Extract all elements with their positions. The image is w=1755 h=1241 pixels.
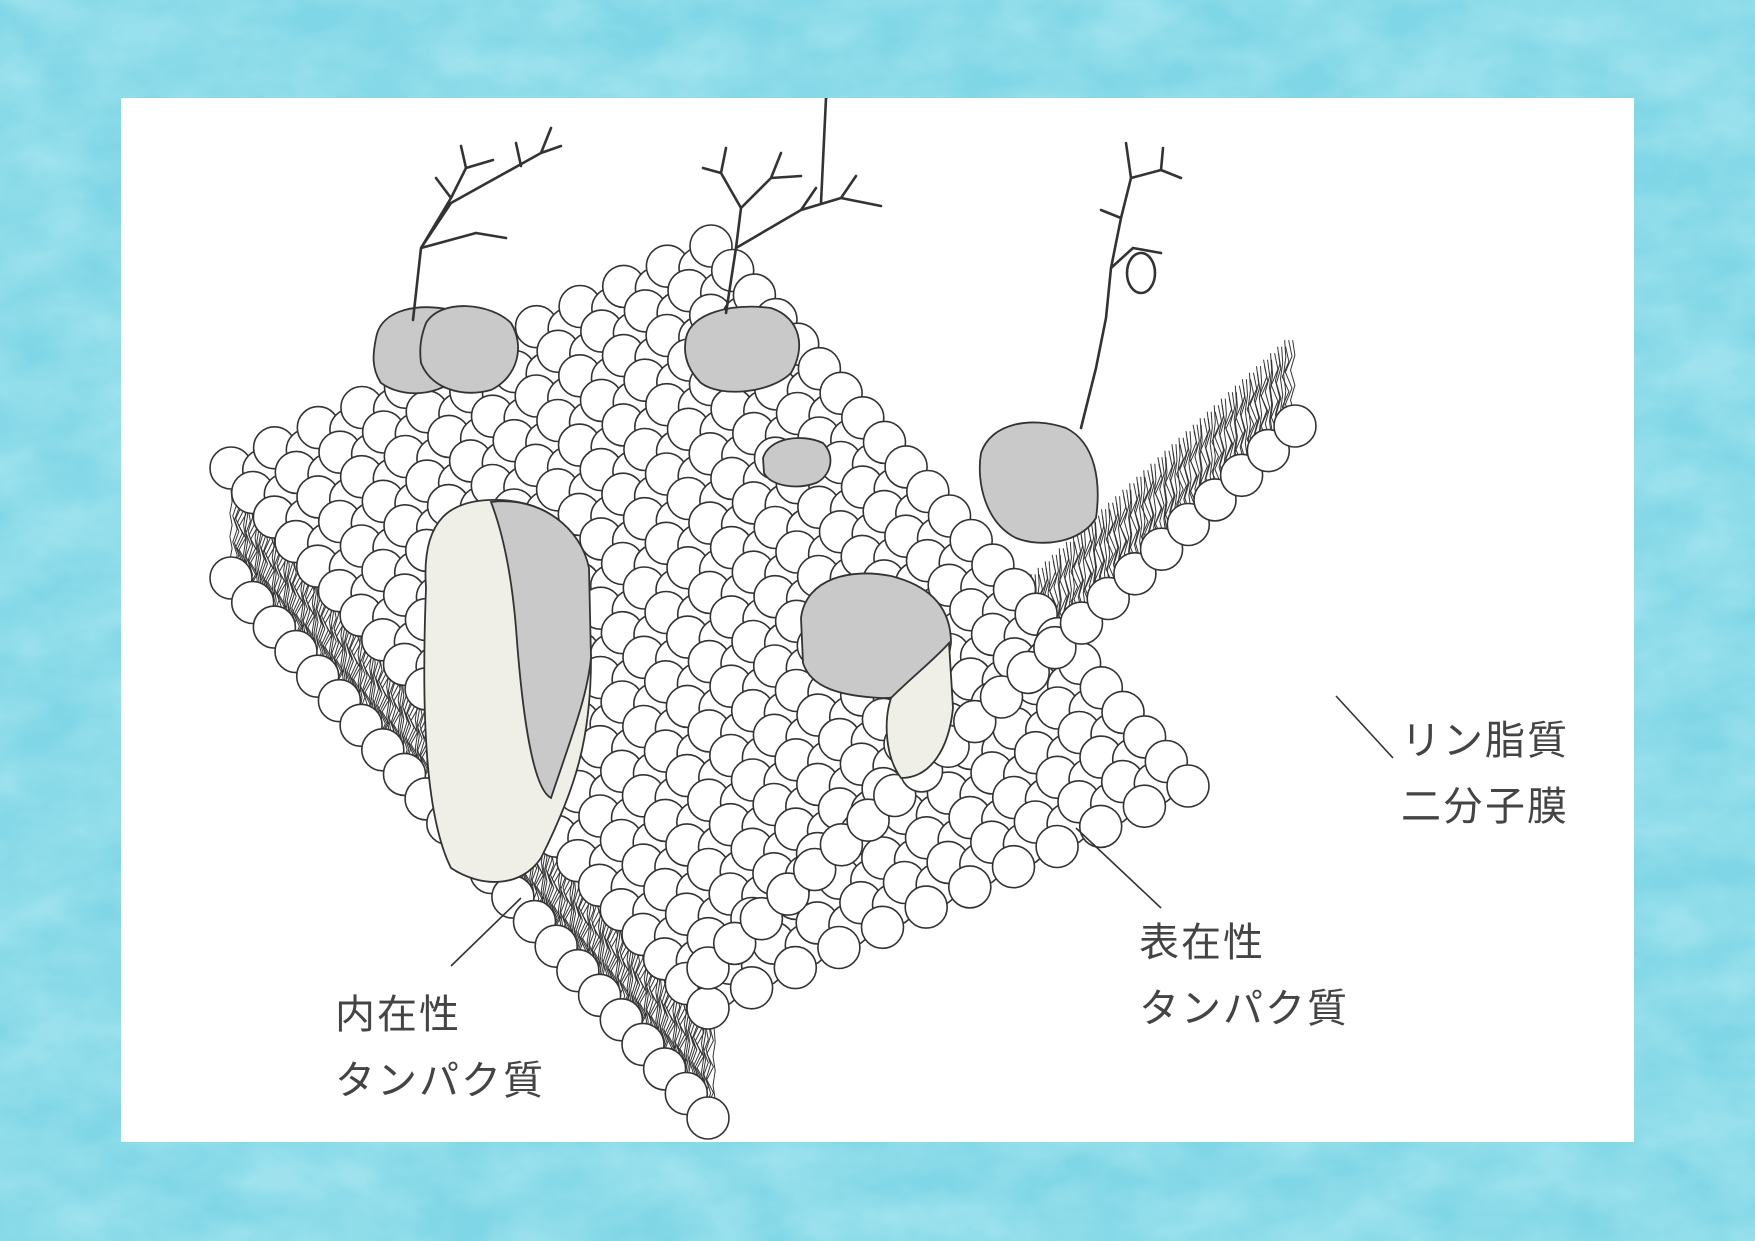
lipid-tail — [267, 535, 275, 606]
lipid-tail — [377, 658, 383, 729]
sugar-chain-middle-icon — [701, 98, 883, 315]
lipid-tail — [238, 502, 247, 574]
lipid-tail — [606, 917, 612, 988]
lipid-head-icon — [991, 844, 1036, 889]
cell-membrane-diagram — [209, 98, 1394, 1140]
lipid-head-icon — [773, 945, 818, 990]
label-leader-lines — [450, 695, 1394, 967]
protein-right — [978, 421, 1099, 544]
peripheral-protein — [800, 572, 952, 699]
sugar-chain-left-icon — [411, 126, 563, 322]
lipid-tail — [247, 502, 254, 590]
lipid-head-icon — [686, 1096, 730, 1140]
sugar-chains — [411, 98, 1183, 430]
integral-protein-shadow — [489, 500, 592, 800]
lipid-tail — [393, 677, 401, 749]
lipid-tail — [401, 684, 405, 755]
lipid-tail — [706, 1027, 714, 1107]
lipid-tail — [257, 522, 262, 593]
phospholipid-leader-line — [1335, 695, 1394, 759]
lipid-head-icon — [1078, 804, 1123, 849]
integral-protein-label: 内在性 タンパク質 — [335, 982, 545, 1114]
lipid-head-icon — [1273, 404, 1317, 448]
phospholipid-bilayer-label-line1: リン脂質 — [1401, 718, 1569, 764]
sugar-loop-icon — [1125, 251, 1157, 295]
lipid-tail — [703, 1027, 709, 1098]
peripheral-leader-line — [1075, 827, 1162, 909]
protein-back-left-b — [419, 305, 519, 394]
lipid-head-icon — [686, 986, 730, 1030]
protein-top-middle — [684, 305, 800, 393]
peripheral-protein-label: 表在性 タンパク質 — [1139, 910, 1349, 1042]
lipid-tail — [307, 580, 315, 651]
lipid-head-icon — [729, 965, 774, 1010]
lipid-tail — [696, 1021, 705, 1092]
protein-small-center — [762, 437, 832, 488]
lipid-tail — [548, 852, 555, 924]
lipid-head-icon — [1035, 824, 1079, 869]
lipid-tail — [291, 561, 297, 632]
sugar-chain-right-icon — [1079, 141, 1183, 430]
lipid-tail — [315, 587, 319, 658]
lipid-head-icon — [1122, 784, 1167, 829]
lipid-head-icon — [904, 885, 949, 929]
lipid-tail — [650, 969, 659, 1040]
phospholipid-bilayer-label-line2: 二分子膜 — [1401, 784, 1569, 830]
lipid-tail — [245, 509, 251, 580]
lipid-head-icon — [860, 905, 905, 950]
lipid-tail — [229, 489, 233, 561]
lipid-tail — [564, 872, 573, 943]
diagram-panel: リン脂質 二分子膜 表在性 タンパク質 内在性 タンパク質 — [121, 98, 1634, 1142]
integral-protein-label-line2: タンパク質 — [335, 1058, 545, 1104]
lipid-tail — [679, 1001, 688, 1073]
proteins — [372, 305, 1099, 883]
phospholipid-bilayer-label: リン脂質 二分子膜 — [1401, 708, 1569, 840]
lipid-head-icon — [817, 925, 861, 970]
peripheral-protein-label-line1: 表在性 — [1139, 920, 1265, 966]
peripheral-protein-side — [885, 640, 954, 779]
lipid-head-icon — [1166, 764, 1210, 808]
lipid-tail — [610, 924, 619, 995]
lipid-tail — [705, 1021, 712, 1108]
peripheral-protein-label-line2: タンパク質 — [1139, 986, 1349, 1032]
lipid-tail — [324, 600, 333, 671]
lipid-tail — [617, 930, 623, 1001]
integral-leader-line — [450, 897, 522, 967]
lipid-tail — [302, 574, 309, 645]
lipid-head-icon — [947, 865, 992, 909]
lipid-tail — [353, 632, 361, 703]
lipid-tail — [410, 697, 419, 768]
integral-protein-label-line1: 内在性 — [335, 992, 461, 1038]
